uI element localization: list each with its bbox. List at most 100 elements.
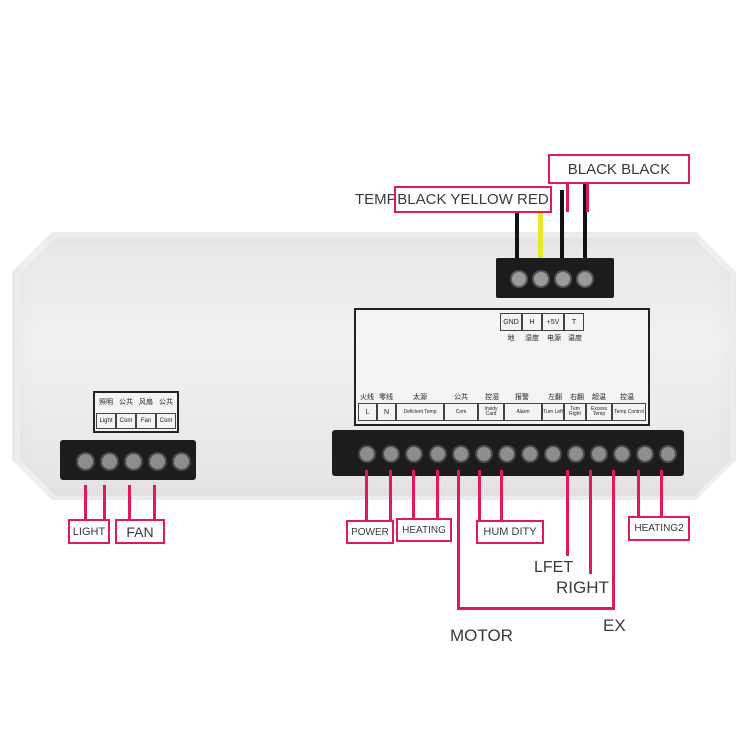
main-cn-3: 公共 <box>454 393 468 401</box>
humidity-label: HUM DITY <box>476 520 544 544</box>
wire-red-black <box>560 190 564 265</box>
main-en-2: Deficient Temp <box>396 403 444 421</box>
wire-light-2 <box>103 485 106 521</box>
pin-label-5v: +5V <box>542 313 564 331</box>
wire-heating-2 <box>436 470 439 522</box>
terminal-screw[interactable] <box>613 445 631 463</box>
terminal-screw[interactable] <box>382 445 400 463</box>
pin-cn-0: 地 <box>507 334 515 342</box>
power-label: POWER <box>346 520 394 544</box>
main-en-1: N <box>377 403 396 421</box>
terminal-screw[interactable] <box>659 445 677 463</box>
main-cn-5: 报警 <box>515 393 529 401</box>
terminal-screw[interactable] <box>475 445 493 463</box>
pin-cn-2: 电源 <box>547 334 561 342</box>
main-en-0: L <box>358 403 377 421</box>
wire-black-2 <box>583 184 587 265</box>
main-cn-0: 火线 <box>360 393 374 401</box>
left-en-3: Com <box>156 413 176 429</box>
terminal-screw[interactable] <box>76 452 95 471</box>
light-text: LIGHT <box>72 525 106 538</box>
left-cn-3: 公共 <box>159 398 173 406</box>
wire-humidity-2 <box>500 470 503 522</box>
terminal-screw[interactable] <box>429 445 447 463</box>
main-en-7: Turn Right <box>564 403 586 421</box>
temp-wires-text: BLACK YELLOW RED <box>397 191 549 208</box>
wire-heating2-1 <box>637 470 640 518</box>
terminal-screw[interactable] <box>567 445 585 463</box>
terminal-screw[interactable] <box>510 270 528 288</box>
wire-motor-bus <box>457 607 615 610</box>
terminal-screw[interactable] <box>554 270 572 288</box>
main-cn-2: 太源 <box>413 393 427 401</box>
black-wires-text: BLACK BLACK <box>567 160 671 178</box>
wire-heating-1 <box>412 470 415 522</box>
pin-cn-3: 温度 <box>568 334 582 342</box>
heating-text: HEATING <box>402 524 446 536</box>
wire-motor-b <box>612 470 615 610</box>
wire-pink-a <box>566 184 569 212</box>
left-en-1: Com <box>116 413 136 429</box>
main-en-9: Temp Control <box>612 403 646 421</box>
terminal-screw[interactable] <box>532 270 550 288</box>
temp-wires-label: BLACK YELLOW RED <box>394 186 552 213</box>
wire-yellow <box>538 213 543 265</box>
top-terminal-block <box>496 258 614 298</box>
ex-label: EX <box>603 616 626 635</box>
motor-label: MOTOR <box>450 626 513 645</box>
terminal-screw[interactable] <box>405 445 423 463</box>
light-label: LIGHT <box>68 519 110 544</box>
wire-black-1 <box>515 213 519 265</box>
pin-label-t: T <box>564 313 584 331</box>
main-cn-9: 控温 <box>620 393 634 401</box>
humidity-text: HUM DITY <box>483 526 537 538</box>
wire-right <box>589 470 592 574</box>
left-en-0: Light <box>96 413 116 429</box>
left-terminal-block <box>60 440 196 480</box>
terminal-screw[interactable] <box>521 445 539 463</box>
heating-label: HEATING <box>396 518 452 542</box>
pin-label-h: H <box>522 313 542 331</box>
main-en-3: Com <box>444 403 478 421</box>
left-cn-1: 公共 <box>119 398 133 406</box>
terminal-screw[interactable] <box>636 445 654 463</box>
wire-light-1 <box>84 485 87 521</box>
main-cn-8: 超温 <box>592 393 606 401</box>
pin-cn-1: 湿度 <box>525 334 539 342</box>
main-en-6: Turn Left <box>542 403 564 421</box>
terminal-screw[interactable] <box>544 445 562 463</box>
terminal-screw[interactable] <box>358 445 376 463</box>
main-printed-panel <box>354 308 650 426</box>
power-text: POWER <box>351 526 389 538</box>
fan-label: FAN <box>115 519 165 544</box>
wire-power-2 <box>389 470 392 522</box>
terminal-screw[interactable] <box>148 452 167 471</box>
terminal-screw[interactable] <box>576 270 594 288</box>
left-en-2: Fan <box>136 413 156 429</box>
terminal-screw[interactable] <box>124 452 143 471</box>
wire-motor-a <box>457 470 460 610</box>
terminal-screw[interactable] <box>172 452 191 471</box>
wire-fan-2 <box>153 485 156 521</box>
wire-fan-1 <box>128 485 131 521</box>
left-cn-0: 照明 <box>99 398 113 406</box>
black-wires-label: BLACK BLACK <box>548 154 690 184</box>
main-cn-1: 零线 <box>379 393 393 401</box>
main-cn-7: 右翻 <box>570 393 584 401</box>
main-cn-6: 左翻 <box>548 393 562 401</box>
fan-text: FAN <box>126 523 154 540</box>
main-en-4: Insidy Card <box>478 403 504 421</box>
main-en-5: Alarm <box>504 403 542 421</box>
wire-heating2-2 <box>660 470 663 518</box>
temp-label: TEMP <box>355 191 397 208</box>
wire-left <box>566 470 569 556</box>
terminal-screw[interactable] <box>590 445 608 463</box>
terminal-screw[interactable] <box>498 445 516 463</box>
heating2-label: HEATING2 <box>628 516 690 541</box>
terminal-screw[interactable] <box>100 452 119 471</box>
left-motor-label: LFET <box>534 559 574 576</box>
wire-pink-b <box>586 184 589 212</box>
main-cn-4: 控湿 <box>485 393 499 401</box>
terminal-screw[interactable] <box>452 445 470 463</box>
pin-label-gnd: GND <box>500 313 522 331</box>
